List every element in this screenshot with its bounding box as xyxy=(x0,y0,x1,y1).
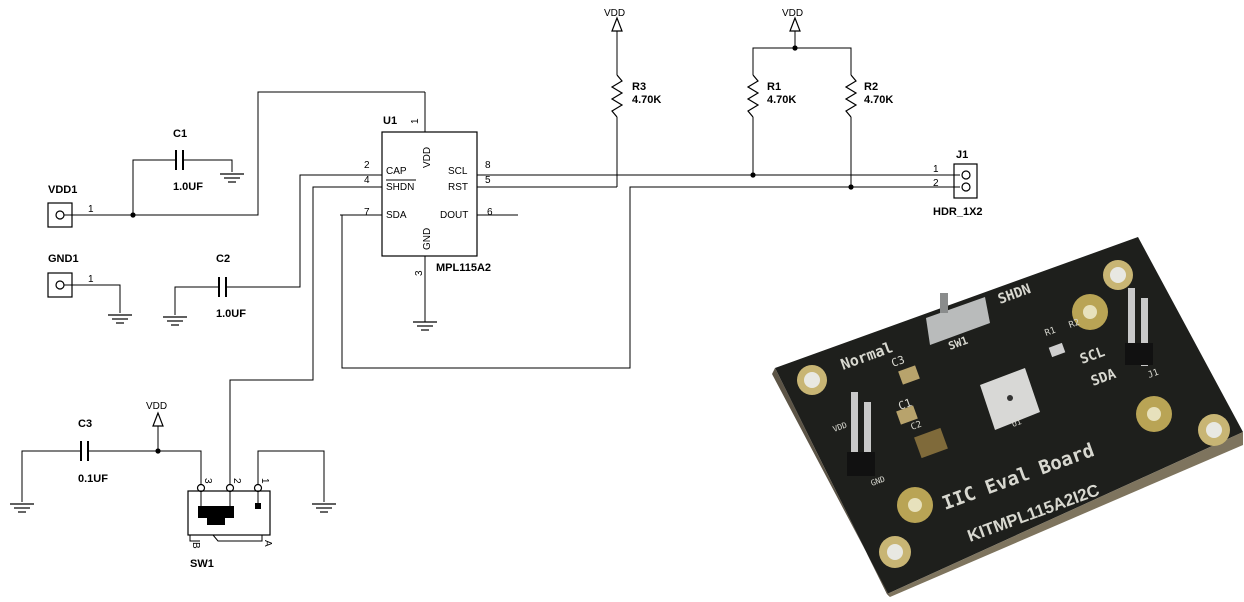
u1-pin6-number: 6 xyxy=(487,207,493,218)
gnd1-connector: GND1 1 xyxy=(47,253,133,324)
vdd1-ref: VDD1 xyxy=(48,184,77,196)
u1-pin5-number: 5 xyxy=(485,175,491,186)
c2-value: 1.0UF xyxy=(216,308,246,320)
u1-pin6-name: DOUT xyxy=(440,210,468,221)
r2-ref: R2 xyxy=(864,81,878,93)
silk-r1: R1 xyxy=(1044,326,1058,339)
silk-c1: C1 xyxy=(897,396,914,413)
u1-pin2-number: 2 xyxy=(364,160,370,171)
u1-ground-symbol xyxy=(412,321,438,331)
j1-value: HDR_1X2 xyxy=(933,206,983,218)
silk-c3: C3 xyxy=(890,353,907,370)
r1-ref: R1 xyxy=(767,81,781,93)
r1-value: 4.70K xyxy=(767,94,796,106)
sw1-ground-symbol xyxy=(311,503,337,513)
gnd1-ref: GND1 xyxy=(48,253,79,265)
vdd1-junction-dot xyxy=(130,212,136,218)
c3-ref: C3 xyxy=(78,418,92,430)
r3-ref: R3 xyxy=(632,81,646,93)
u1-ic: U1 MPL115A2 1 2 4 7 8 5 6 3 VDD CAP SHDN… xyxy=(340,92,518,331)
u1-pin1-name: VDD xyxy=(422,147,433,168)
sda-net-wire xyxy=(340,186,960,369)
header-pin-left-2 xyxy=(864,402,871,472)
u1-value: MPL115A2 xyxy=(436,262,491,274)
vdd1-connector: VDD1 1 xyxy=(47,184,136,228)
gnd1-ground-symbol xyxy=(107,314,133,324)
u1-pin5-name: RST xyxy=(448,182,468,193)
c3-vdd-label: VDD xyxy=(146,401,167,412)
r2-sda-junction xyxy=(848,184,854,190)
vdd-net-wire xyxy=(133,91,425,216)
c3-value: 0.1UF xyxy=(78,473,108,485)
header-pin-left-1 xyxy=(851,392,858,462)
r3-resistor: VDD R3 4.70K xyxy=(604,8,661,187)
u1-pin7-number: 7 xyxy=(364,207,370,218)
u1-pin4-number: 4 xyxy=(364,175,370,186)
board-photo: Normal SHDN SW1 C3 C1 C2 R1 R2 SCL SDA J… xyxy=(772,237,1243,597)
j1-header: J1 1 2 HDR_1X2 xyxy=(933,149,983,218)
u1-pin3-name: GND xyxy=(422,228,433,250)
vdd1-pin-number: 1 xyxy=(88,204,94,215)
c3-ground-symbol xyxy=(9,503,35,513)
slide-switch xyxy=(926,297,990,345)
c1-left-wire xyxy=(132,159,175,215)
u1-pin8-name: SCL xyxy=(448,166,468,177)
c2-capacitor: C2 1.0UF xyxy=(162,174,340,326)
sw1-side-b: B xyxy=(190,542,201,549)
j1-pin1-number: 1 xyxy=(933,164,939,175)
u1-pin7-name: SDA xyxy=(386,210,407,221)
u1-pin2-name: CAP xyxy=(386,166,407,177)
r2-value: 4.70K xyxy=(864,94,893,106)
c2-ref: C2 xyxy=(216,253,230,265)
pullup-vdd: VDD xyxy=(752,8,852,75)
r2-resistor: R2 4.70K xyxy=(844,74,893,190)
c1-ground-symbol xyxy=(219,173,245,183)
r3-value: 4.70K xyxy=(632,94,661,106)
r1r2-vdd-arrow xyxy=(789,16,801,32)
j1-ref: J1 xyxy=(956,149,968,161)
sw1-ref: SW1 xyxy=(190,558,214,570)
c2-ground-symbol xyxy=(162,316,188,326)
c1-ref: C1 xyxy=(173,128,187,140)
sw1-switch: 3 2 1 B A SW1 xyxy=(187,450,337,570)
silk-r2: R2 xyxy=(1068,318,1082,331)
c3-capacitor: VDD C3 0.1UF xyxy=(9,401,202,513)
j1-pin2-number: 2 xyxy=(933,178,939,189)
u1-pin4-name: SHDN xyxy=(386,182,414,193)
sw1-pin1-number: 1 xyxy=(259,478,270,484)
silk-u1: U1 xyxy=(1011,417,1023,429)
sw1-pin2-number: 2 xyxy=(231,478,242,484)
u1-pin1-number: 1 xyxy=(410,118,421,124)
r1-resistor: R1 4.70K xyxy=(746,74,796,178)
silk-j1: J1 xyxy=(1147,368,1161,381)
silk-c2: C2 xyxy=(910,420,924,433)
u1-pin8-number: 8 xyxy=(485,160,491,171)
header-pin-right-2 xyxy=(1141,298,1148,366)
r1r2-vdd-junction xyxy=(792,45,798,51)
c1-value: 1.0UF xyxy=(173,181,203,193)
u1-body xyxy=(381,131,478,257)
u1-ref: U1 xyxy=(383,115,397,127)
r3-vdd-label: VDD xyxy=(604,8,625,19)
r3-vdd-arrow xyxy=(611,16,623,32)
r1-scl-junction xyxy=(750,172,756,178)
header-pin-right-1 xyxy=(1128,288,1135,356)
c1-capacitor: C1 1.0UF xyxy=(173,128,245,193)
sw1-side-a: A xyxy=(262,540,273,547)
sw1-pin3-number: 3 xyxy=(202,478,213,484)
shdn-net-wire xyxy=(229,186,340,484)
gnd1-pin-number: 1 xyxy=(88,274,94,285)
r1r2-vdd-label: VDD xyxy=(782,8,803,19)
u1-pin3-number: 3 xyxy=(414,270,425,276)
c3-vdd-arrow xyxy=(152,411,164,427)
